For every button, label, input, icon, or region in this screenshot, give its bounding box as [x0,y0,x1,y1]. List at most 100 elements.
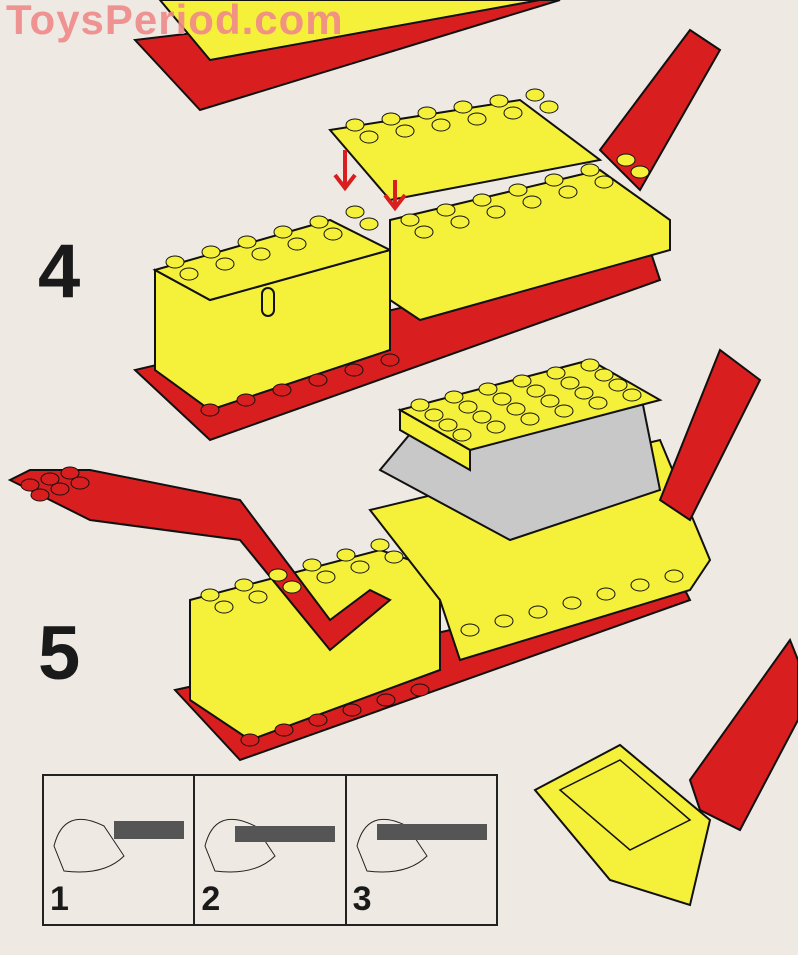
stud [236,393,256,407]
stud [395,124,415,138]
stud [596,587,616,601]
stud [273,225,293,239]
stud [444,390,464,404]
stud [508,183,528,197]
stud [30,488,50,502]
substep-label-1: 1 [50,880,69,918]
stud [438,418,458,432]
stud [400,213,420,227]
stud [282,580,302,594]
stud [234,578,254,592]
step-3-model [132,0,561,112]
stud [309,215,329,229]
stud [302,558,322,572]
stud [308,373,328,387]
brick-studs [20,88,684,747]
stud [580,358,600,372]
stud [520,412,540,426]
stud [410,683,430,697]
stud [345,118,365,132]
stud [70,476,90,490]
stud [608,378,628,392]
track-assembly-inset: 1 2 3 [42,774,498,926]
stud [544,173,564,187]
stud [562,596,582,610]
stud [424,408,444,422]
stud [287,237,307,251]
stud [323,227,343,241]
step-4-model [132,28,722,442]
stud [336,548,356,562]
stud [50,482,70,496]
stud [450,215,470,229]
stud [240,733,260,747]
track-substep-1: 1 [44,776,196,924]
stud [316,570,336,584]
stud [237,235,257,249]
stud [472,410,492,424]
stud [522,195,542,209]
substep-label-3: 3 [352,880,372,918]
stud [410,398,430,412]
track-substep-3: 3 [347,776,496,924]
stud [370,538,390,552]
stud [560,376,580,390]
stud [20,478,40,492]
stud [594,368,614,382]
stud [467,112,487,126]
stud [526,384,546,398]
step-number-4: 4 [38,229,81,314]
stud [384,550,404,564]
stud [165,255,185,269]
stud [453,100,473,114]
stud [506,402,526,416]
track-substep-2: 2 [195,776,347,924]
stud [359,217,379,231]
stud [436,203,456,217]
stud [580,163,600,177]
stud [616,153,636,167]
stud [528,605,548,619]
stud [201,245,221,259]
stud [344,363,364,377]
stud [345,205,365,219]
hand-track-illustration [356,818,487,873]
stud [478,382,498,396]
watermark: ToysPeriod.com [6,0,344,43]
stud [274,723,294,737]
stud [60,466,80,480]
stud [460,623,480,637]
stud [546,366,566,380]
stud [539,100,559,114]
stud [417,106,437,120]
stud [452,428,472,442]
stud [381,112,401,126]
stud [486,205,506,219]
stud [503,106,523,120]
stud [458,400,478,414]
stud [512,374,532,388]
stud [594,175,614,189]
stud [630,578,650,592]
stud [494,614,514,628]
stud [342,703,362,717]
stud [431,118,451,132]
stud [525,88,545,102]
stud [486,420,506,434]
stud [380,353,400,367]
hand-track-illustration [53,818,184,873]
stud [308,713,328,727]
substep-label-2: 2 [201,880,221,918]
step-number-5: 5 [38,611,81,696]
stud [588,396,608,410]
hand-track-illustration [204,818,336,873]
stud [414,225,434,239]
stud [376,693,396,707]
stud [179,267,199,281]
stud [664,569,684,583]
stud [214,600,234,614]
stud [248,590,268,604]
stud [251,247,271,261]
stud [40,472,60,486]
